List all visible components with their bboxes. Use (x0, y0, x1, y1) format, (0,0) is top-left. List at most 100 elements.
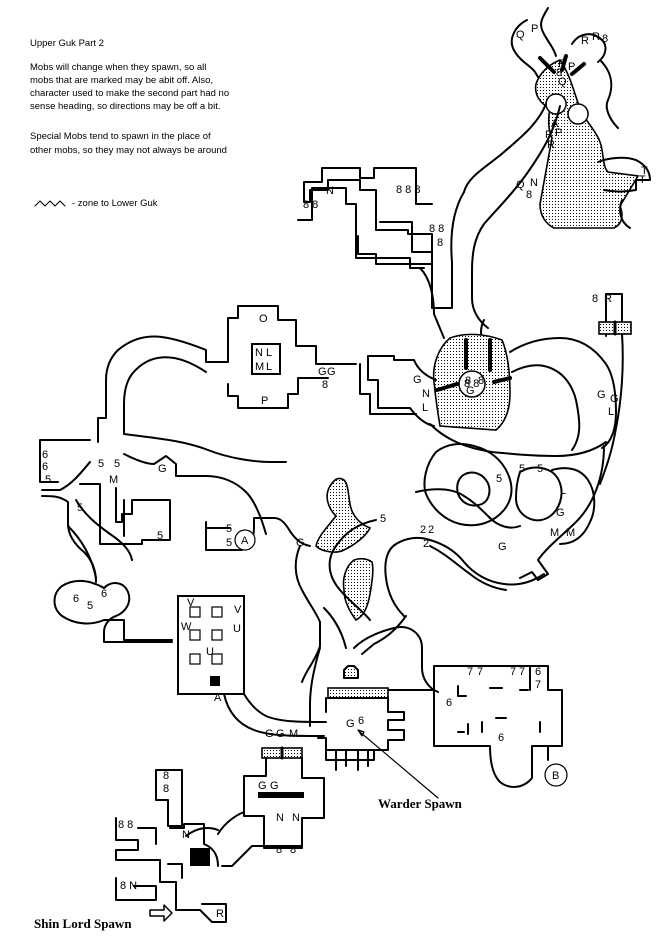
mob-marker: U (233, 623, 241, 635)
mob-marker: 8 (163, 770, 169, 782)
mob-marker: 8 8 8 (396, 184, 420, 196)
mob-marker: 8 N (120, 880, 137, 892)
mob-marker: 6 (498, 732, 504, 744)
mob-marker: 6 (73, 593, 79, 605)
mob-marker: G (327, 366, 336, 378)
mob-marker: 5 (537, 463, 543, 475)
mob-marker: 7 (477, 666, 483, 678)
mob-marker: 8 (163, 783, 169, 795)
mob-marker: W (181, 621, 192, 633)
mob-marker: N (276, 812, 284, 824)
mob-marker: 5 (45, 474, 51, 486)
mob-marker: 5 (226, 523, 232, 535)
mob-marker: T (641, 165, 648, 177)
mob-marker: 7 (535, 679, 541, 691)
mob-marker: N (292, 812, 300, 824)
mob-marker: 8 (592, 293, 598, 305)
mob-marker: G (346, 718, 355, 730)
mob-marker: 5 (77, 502, 83, 514)
warder-area (317, 665, 568, 799)
mob-marker: 7 (467, 666, 473, 678)
mob-marker: 8 (290, 844, 296, 856)
mob-marker: 7 (510, 666, 516, 678)
mob-marker: R (545, 129, 553, 141)
west-loop (39, 305, 357, 583)
mob-marker: M (109, 474, 118, 486)
mob-marker: 5 (114, 458, 120, 470)
mob-marker: 5 (98, 458, 104, 470)
southwest-area (53, 525, 327, 737)
mob-marker: R (216, 908, 224, 920)
mob-marker: R (604, 293, 612, 305)
mob-marker: 5 (519, 463, 525, 475)
mob-marker: 6 (101, 588, 107, 600)
mob-marker: 2 (428, 524, 434, 536)
mob-marker: Q (558, 76, 567, 88)
mob-marker: 8 (276, 844, 282, 856)
mob-marker: N (326, 185, 334, 197)
mob-marker: U (206, 646, 214, 658)
mob-marker: 6 (42, 449, 48, 461)
mob-marker: A (214, 692, 222, 704)
mob-marker: 8 (602, 33, 608, 45)
mob-marker: M (566, 527, 575, 539)
mob-marker: T (639, 174, 646, 186)
circle-label-b: B (552, 770, 559, 782)
mob-marker: 8 (437, 237, 443, 249)
mob-marker: G (318, 366, 327, 378)
note-line-1: Mobs will change when they spawn, so all (30, 62, 206, 73)
mob-marker: G (258, 780, 267, 792)
central-column (294, 477, 439, 727)
mob-marker: G (597, 389, 606, 401)
north-tunnels (297, 167, 489, 343)
mob-marker: 8 8 (429, 223, 444, 235)
mob-marker: G (498, 541, 507, 553)
east-maze (395, 423, 607, 591)
mob-marker: R (581, 35, 589, 47)
mob-marker: G (158, 463, 167, 475)
north-cave (463, 7, 651, 229)
mob-marker: 2 (423, 538, 429, 550)
note-line-2: mobs that are marked may be abit off. Al… (30, 75, 213, 86)
mob-marker: 5 (226, 537, 232, 549)
mob-marker: R (547, 139, 555, 151)
mob-marker: G (413, 374, 422, 386)
mob-marker: 8 (526, 189, 532, 201)
note-line-3: character used to make the second part h… (30, 88, 229, 99)
mob-marker: 6 (446, 697, 452, 709)
mob-marker: G (556, 507, 565, 519)
mob-marker: 8 (556, 67, 562, 79)
mob-marker: 7 (519, 666, 525, 678)
mob-marker: O (259, 313, 268, 325)
mob-marker: G (270, 780, 279, 792)
mob-marker: P (261, 395, 268, 407)
mob-marker: G (610, 393, 619, 405)
mob-marker: N (422, 388, 430, 400)
mob-marker: M (550, 527, 559, 539)
legend-zone-label: - zone to Lower Guk (72, 198, 158, 209)
mob-marker: R (592, 31, 600, 43)
mob-marker: L (266, 361, 272, 373)
mob-marker: A (551, 118, 559, 130)
special-line-2: other mobs, so they may not always be ar… (30, 145, 227, 156)
mob-marker: 6 (358, 715, 364, 727)
mob-marker: Q (516, 179, 525, 191)
mob-marker: 5 (496, 473, 502, 485)
south-area (115, 746, 325, 923)
mob-marker: L (266, 347, 272, 359)
warder-spawn-label: Warder Spawn (378, 796, 463, 811)
mob-marker: 2 (420, 524, 426, 536)
mob-marker: P (531, 23, 538, 35)
mob-marker: G (276, 728, 285, 740)
circle-label-a: A (241, 535, 249, 547)
mob-marker: V (234, 604, 242, 616)
mob-marker: G (296, 537, 305, 549)
mob-marker: V (187, 597, 195, 609)
mob-marker: N (182, 829, 190, 841)
hub-circle-label: 8 8 (464, 378, 479, 390)
zone-zigzag-icon (34, 200, 66, 207)
note-line-4: sense heading, so directions may be off … (30, 101, 220, 112)
mob-marker: 8 (322, 379, 328, 391)
